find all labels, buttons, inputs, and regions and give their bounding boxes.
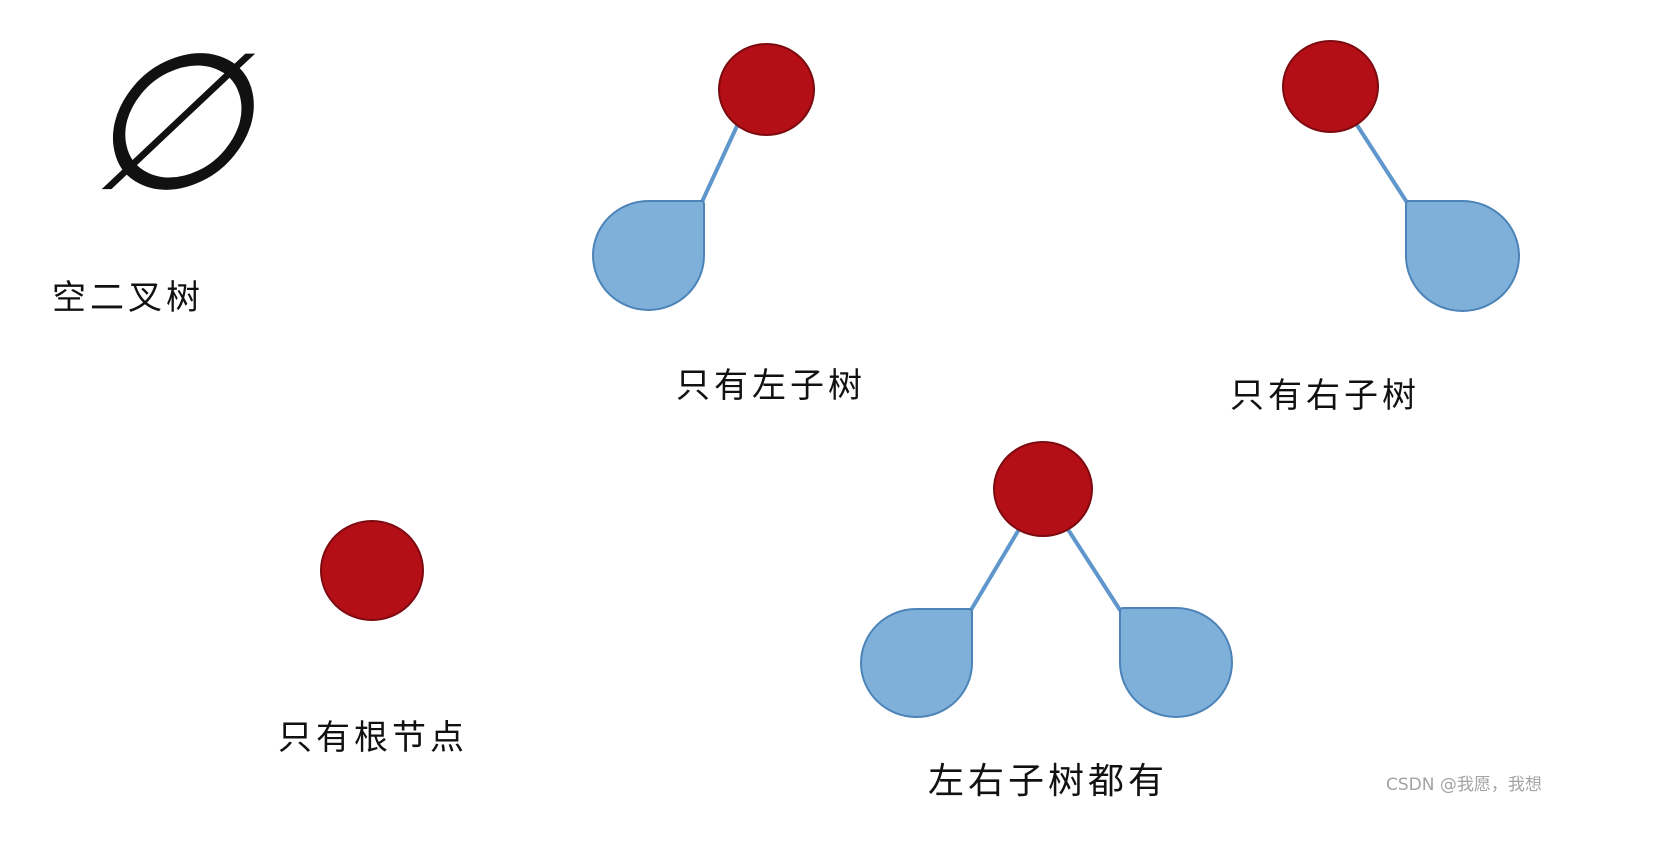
both-root-node (993, 441, 1093, 537)
left-only-root-node (718, 43, 815, 136)
edge-root-to-left-subtree (699, 124, 739, 206)
left-only-left-subtree-shape (592, 200, 705, 311)
both-left-subtree-shape (860, 608, 973, 718)
empty-tree-label: 空二叉树 (52, 278, 204, 318)
edge-both-root-to-right-subtree (1067, 529, 1122, 612)
edge-root-to-right-subtree (1355, 123, 1410, 206)
csdn-watermark: CSDN @我愿，我想 (1386, 775, 1542, 795)
right-only-root-node (1282, 40, 1379, 133)
both-label: 左右子树都有 (928, 761, 1169, 802)
right-only-label: 只有右子树 (1230, 376, 1420, 416)
root-only-label: 只有根节点 (278, 718, 468, 758)
left-only-label: 只有左子树 (676, 366, 866, 406)
empty-set-symbol: ∅ (84, 12, 250, 233)
both-right-subtree-shape (1119, 607, 1233, 718)
root-only-node (320, 520, 424, 621)
edge-both-root-to-left-subtree (969, 529, 1020, 612)
right-only-right-subtree-shape (1405, 200, 1520, 312)
